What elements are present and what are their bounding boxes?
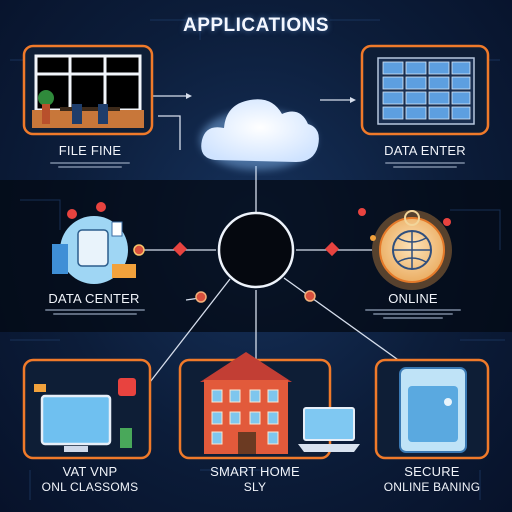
connector-markers [133,241,340,303]
caption-placeholder [45,160,135,170]
bottom-left-label-line1: VAT VNP [62,464,118,479]
bottom-center-label-line2: SLY [243,480,267,494]
caption-placeholder [360,307,466,319]
caption-placeholder [380,160,470,170]
arrow-heads [186,93,356,103]
office-window-icon [22,44,154,136]
bottom-right-label-line1: SECURE [404,464,460,479]
file-fine-label: FILE FINE [58,143,122,158]
bottom-left-label-line2: ONL CLASSOMS [41,480,139,494]
central-hub-ring [217,211,295,289]
safe-icon [374,358,490,460]
cloud-icon [200,99,319,170]
monitor-icon [22,358,152,460]
server-rack-icon [360,44,490,136]
house-icon [178,352,332,460]
hub-to-bottom-left-line [149,278,231,383]
device-hub-icon [52,202,136,284]
bottom-center-label-line1: SMART HOME [210,464,300,479]
bottom-right-label-line2: ONLINE BANING [383,480,481,494]
online-label: ONLINE [388,291,438,306]
page-title: APPLICATIONS [182,15,330,36]
data-center-label: DATA CENTER [48,291,140,306]
top-left-elbow-line [158,115,181,150]
caption-placeholder [40,307,150,317]
laptop-icon [298,407,360,452]
globe-icon [358,208,452,290]
data-enter-label: DATA ENTER [384,143,466,158]
